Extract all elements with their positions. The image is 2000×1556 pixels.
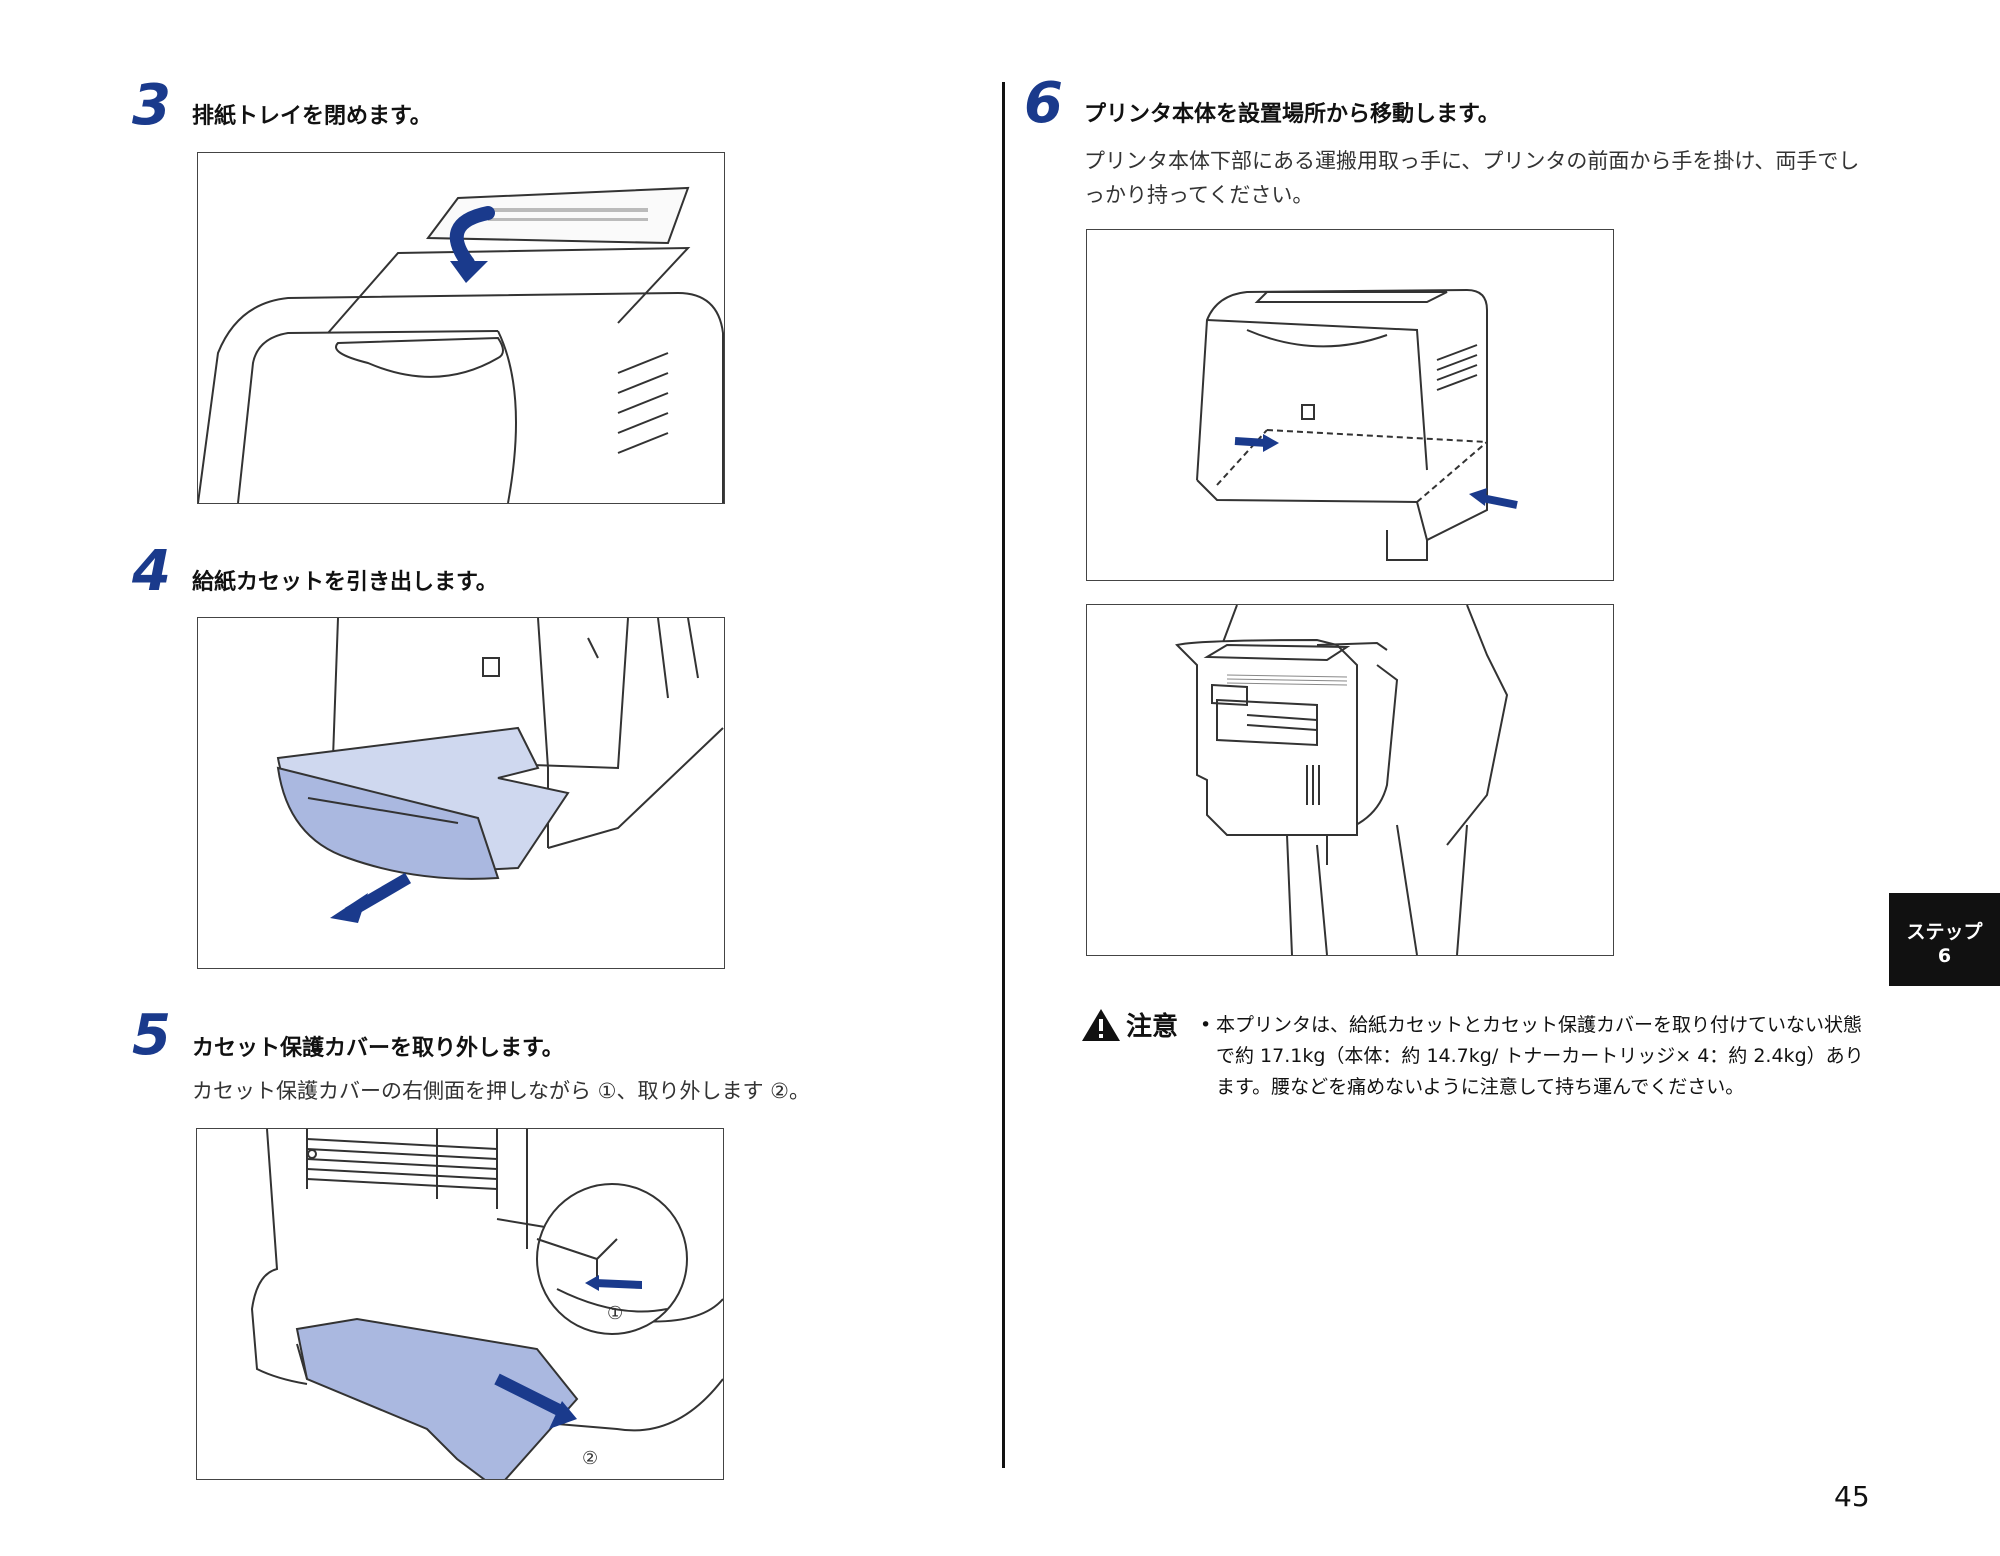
- step-5-description: カセット保護カバーの右側面を押しながら ①、取り外します ②。: [192, 1079, 811, 1103]
- caution-label: 注意: [1080, 1006, 1178, 1043]
- caution-body: 本プリンタは、給紙カセットとカセット保護カバーを取り付けていない状態で約 17.…: [1216, 1014, 1864, 1098]
- step-title-6: プリンタ本体を設置場所から移動します。: [1084, 102, 1500, 127]
- step-side-tab: ステップ 6: [1889, 893, 2000, 986]
- figure-pull-out-cassette: [197, 617, 725, 969]
- figure-remove-cassette-cover: ① ②: [196, 1128, 724, 1480]
- carry-handles-illustration: [1196, 288, 1518, 561]
- step-title-3: 排紙トレイを閉めます。: [192, 104, 432, 129]
- page-number: 45: [1834, 1480, 1870, 1513]
- printer-top-illustration: [198, 186, 724, 503]
- cassette-illustration: [276, 618, 724, 923]
- figure-carry-handles: [1086, 229, 1614, 581]
- cassette-cover-illustration: ① ②: [250, 1129, 723, 1479]
- warning-triangle-icon: [1082, 1008, 1120, 1041]
- step-number-5: 5: [132, 1003, 171, 1068]
- figure-person-carrying-printer: [1086, 604, 1614, 956]
- step-6-description: プリンタ本体下部にある運搬用取っ手に、プリンタの前面から手を掛け、両手でしっかり…: [1084, 149, 1860, 207]
- step-number-6: 6: [1024, 71, 1063, 136]
- step-title-4: 給紙カセットを引き出します。: [192, 570, 498, 595]
- figure-close-output-tray: [197, 152, 725, 504]
- caution-bullet: •: [1200, 1014, 1212, 1036]
- caution-text: • 本プリンタは、給紙カセットとカセット保護カバーを取り付けていない状態で約 1…: [1200, 1010, 1876, 1103]
- step-title-5: カセット保護カバーを取り外します。: [192, 1036, 564, 1061]
- callout-1-label: ①: [607, 1303, 623, 1324]
- side-tab-number: 6: [1937, 945, 1952, 967]
- side-tab-label: ステップ: [1906, 921, 1983, 943]
- callout-2-label: ②: [582, 1448, 598, 1469]
- caution-heading: 注意: [1126, 1012, 1179, 1042]
- step-number-4: 4: [132, 539, 171, 604]
- step-number-3: 3: [132, 73, 171, 138]
- carrying-illustration: [1175, 605, 1509, 955]
- column-divider: [1002, 82, 1005, 1468]
